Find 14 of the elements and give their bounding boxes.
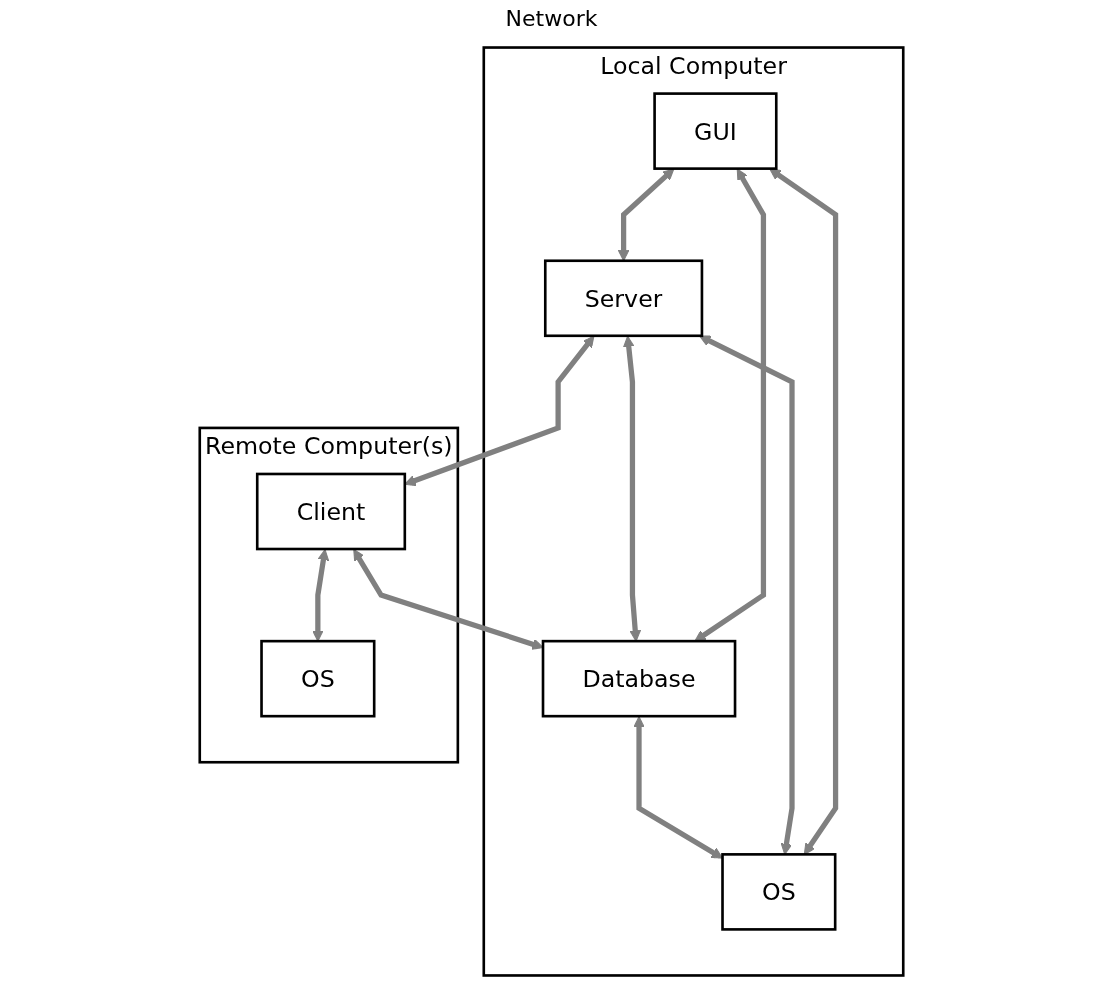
network-label: Network bbox=[505, 6, 598, 31]
arrow bbox=[769, 168, 839, 855]
node-box: Client bbox=[255, 472, 407, 551]
node-box: OS bbox=[260, 639, 376, 718]
arrow bbox=[633, 716, 724, 859]
node-box: Database bbox=[541, 639, 737, 718]
arrow bbox=[694, 168, 767, 642]
arrow bbox=[699, 335, 795, 855]
arrow bbox=[622, 335, 641, 642]
node-box: OS bbox=[721, 853, 837, 931]
node-box: Server bbox=[543, 259, 704, 338]
arrow bbox=[312, 549, 330, 642]
arrow bbox=[404, 335, 595, 487]
node-box: GUI bbox=[653, 92, 778, 170]
